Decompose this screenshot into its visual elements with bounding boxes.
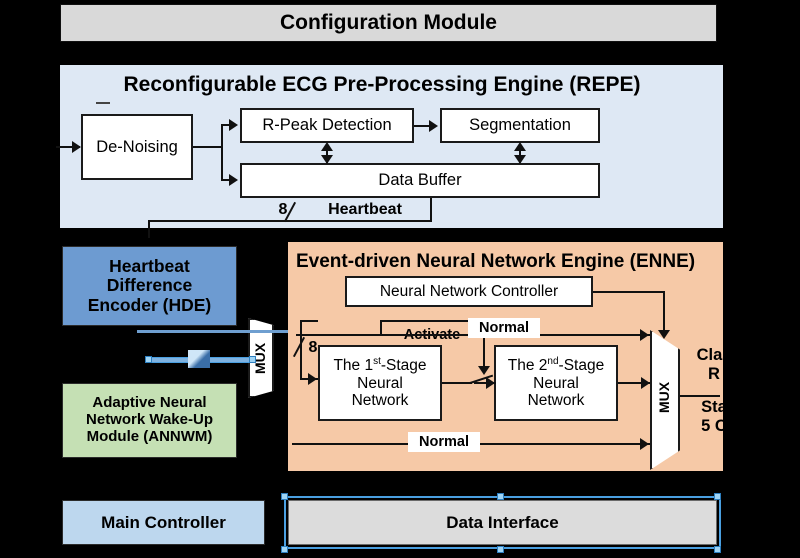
output-mux-label: MUX <box>656 381 673 413</box>
enne-bus-width: 8 <box>308 339 318 357</box>
enne-title: Event-driven Neural Network Engine (ENNE… <box>296 251 696 273</box>
denoise-out-line <box>193 146 223 148</box>
selection-handle-bottom-center[interactable] <box>497 546 504 553</box>
main-controller-block[interactable]: Main Controller <box>62 500 265 545</box>
heartbeat-bus-down <box>430 198 432 222</box>
nn1-in-arrowhead <box>308 373 317 385</box>
denoise-split-riser <box>221 124 223 180</box>
data-interface-selection-outline <box>284 496 721 549</box>
nn2-line-2: Neural <box>533 374 579 392</box>
hde-line-2: Difference <box>106 275 193 296</box>
nn1-out-line <box>442 382 472 384</box>
nn1-line-3: Network <box>351 392 409 410</box>
nn2-line-3: Network <box>527 392 585 410</box>
seg-buffer-arrow-up <box>514 142 526 151</box>
activate-riser-left <box>380 320 382 334</box>
hde-out-guide <box>137 330 309 333</box>
activate-top-line <box>380 320 485 322</box>
rpeak-to-seg-line <box>414 125 432 127</box>
seg-buffer-link <box>519 145 521 163</box>
nn1-line-1: The 1st-Stage <box>333 356 427 375</box>
nn2-line-1: The 2nd-Stage <box>507 356 605 375</box>
activate-drop <box>483 320 485 372</box>
annwm-line-2: Network Wake-Up <box>86 411 213 429</box>
rpeak-buffer-link <box>326 145 328 163</box>
repe-title: Reconfigurable ECG Pre-Processing Engine… <box>123 73 641 97</box>
denoise-to-buffer-line <box>221 179 233 181</box>
hde-line-1: Heartbeat <box>109 255 190 276</box>
annwm-block[interactable]: Adaptive Neural Network Wake-Up Module (… <box>62 383 237 458</box>
controller-to-mux-line <box>593 291 665 293</box>
normal-top-arrowhead <box>640 329 649 341</box>
r-peak-detection-block[interactable]: R-Peak Detection <box>240 108 414 143</box>
classification-result-label: Clas R <box>696 346 732 383</box>
nn2-out-arrowhead <box>641 377 650 389</box>
annwm-line-3: Module (ANNWM) <box>86 427 213 445</box>
rpeak-to-seg-arrowhead <box>429 120 438 132</box>
segmentation-block[interactable]: Segmentation <box>440 108 600 143</box>
connector-handle-start[interactable] <box>145 356 152 363</box>
annwm-line-1: Adaptive Neural <box>92 394 207 412</box>
hde-line-3: Encoder (HDE) <box>87 294 212 315</box>
selection-handle-top-left[interactable] <box>281 493 288 500</box>
first-stage-neural-network-block[interactable]: The 1st-Stage Neural Network <box>318 345 442 421</box>
hde-to-mux-connector-midpoint[interactable] <box>188 350 210 368</box>
hde-block[interactable]: Heartbeat Difference Encoder (HDE) <box>62 246 237 326</box>
heartbeat-bus-left <box>148 220 432 222</box>
buffer-in-arrowhead <box>229 174 238 186</box>
normal-bottom-arrowhead <box>640 438 649 450</box>
repe-edge-marker <box>96 102 110 104</box>
connector-handle-end[interactable] <box>249 356 256 363</box>
controller-to-mux-arrowhead <box>658 330 670 339</box>
second-stage-neural-network-block[interactable]: The 2nd-Stage Neural Network <box>494 345 618 421</box>
nn2-in-arrowhead <box>486 377 495 389</box>
neural-network-controller-block[interactable]: Neural Network Controller <box>345 276 593 307</box>
normal-top-label: Normal <box>468 318 540 338</box>
data-buffer-block[interactable]: Data Buffer <box>240 163 600 198</box>
seg-buffer-arrow-down <box>514 155 526 164</box>
data-interface-block[interactable]: Data Interface <box>288 500 717 545</box>
controller-to-mux-drop <box>663 291 665 336</box>
selection-handle-bottom-left[interactable] <box>281 546 288 553</box>
heartbeat-bus-label: Heartbeat <box>328 201 402 219</box>
nn1-line-2: Neural <box>357 374 403 392</box>
selection-handle-top-center[interactable] <box>497 493 504 500</box>
enne-input-riser <box>300 320 302 380</box>
rpeak-in-arrowhead <box>229 119 238 131</box>
enne-input-top <box>300 320 318 322</box>
selection-handle-top-right[interactable] <box>714 493 721 500</box>
activate-arrowhead <box>478 366 490 375</box>
rpeak-buffer-arrow-up <box>321 142 333 151</box>
nn2-out-line <box>618 382 654 384</box>
denoising-block[interactable]: De-Noising <box>81 114 193 180</box>
ecg-input-line <box>56 146 80 148</box>
ecg-input-arrowhead <box>72 141 81 153</box>
heartbeat-bus-riser <box>148 220 150 238</box>
denoise-to-rpeak-line <box>221 124 233 126</box>
output-divider <box>680 395 720 397</box>
configuration-module-block[interactable]: Configuration Module <box>60 4 717 42</box>
right-crop-mask <box>723 0 800 558</box>
switch-to-nn2-line <box>474 382 496 384</box>
rpeak-buffer-arrow-down <box>321 155 333 164</box>
heartbeat-bus-width: 8 <box>278 201 288 219</box>
stage-classes-label: Sta 5 C <box>701 398 727 435</box>
selection-handle-bottom-right[interactable] <box>714 546 721 553</box>
normal-bottom-label: Normal <box>408 432 480 452</box>
